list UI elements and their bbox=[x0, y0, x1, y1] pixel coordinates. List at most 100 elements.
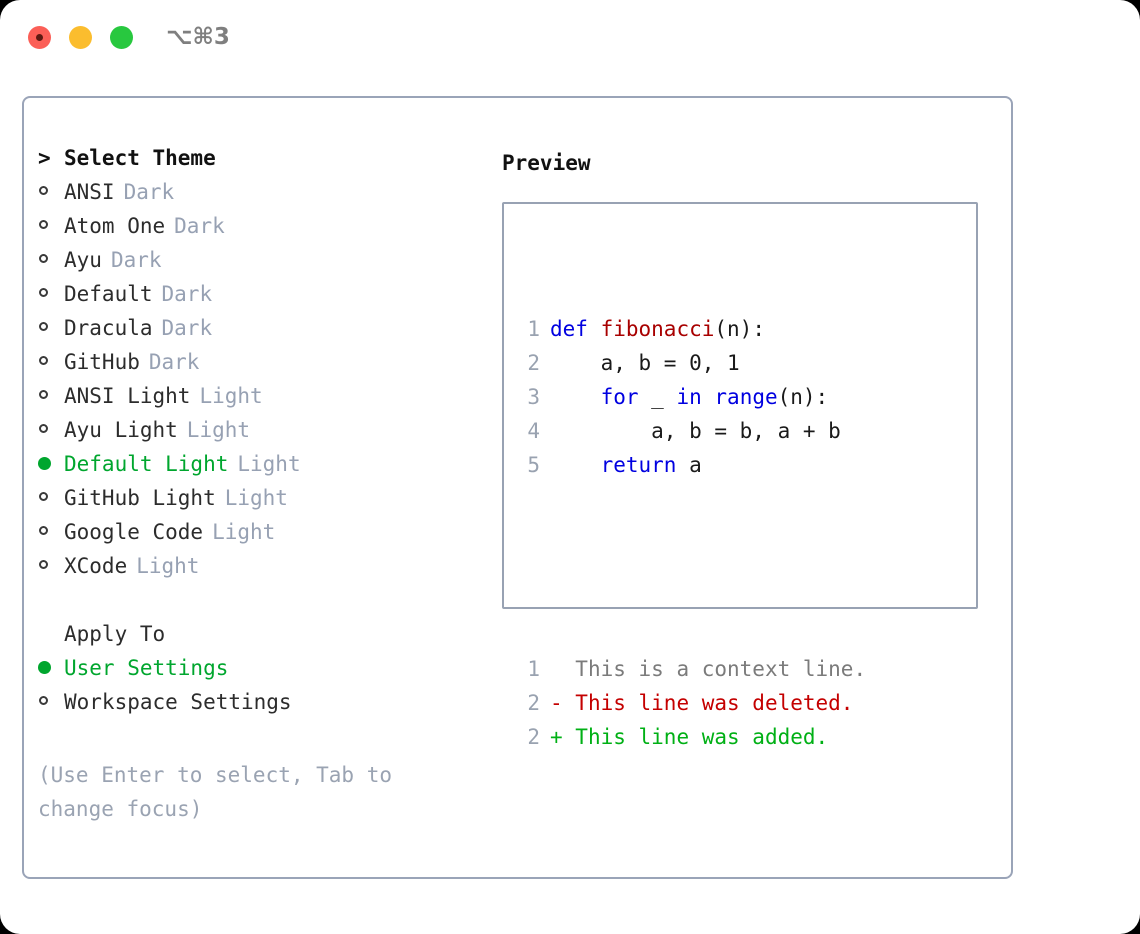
radio-dot bbox=[38, 661, 51, 674]
code-token bbox=[550, 385, 601, 409]
radio-dot bbox=[39, 186, 48, 195]
line-number: 3 bbox=[527, 385, 540, 409]
apply-to-option[interactable]: User Settings bbox=[38, 656, 498, 690]
code-token: fibonacci bbox=[600, 317, 715, 341]
line-number: 2 bbox=[527, 725, 540, 749]
hint-spacer bbox=[38, 724, 498, 758]
code-token: in bbox=[676, 385, 702, 409]
diff-text: This is a context line. bbox=[562, 657, 867, 681]
line-number: 2 bbox=[527, 691, 540, 715]
theme-category-tag: Dark bbox=[174, 214, 225, 238]
diff-line: 2- This line was deleted. bbox=[518, 686, 866, 720]
radio-dot bbox=[39, 696, 48, 705]
code-diff-spacer bbox=[518, 550, 866, 584]
theme-category-tag: Light bbox=[186, 418, 251, 442]
radio-dot bbox=[39, 220, 48, 229]
code-token bbox=[588, 317, 601, 341]
theme-category-tag: Light bbox=[224, 486, 288, 510]
theme-name-label: Dracula bbox=[64, 316, 153, 340]
radio-dot bbox=[39, 322, 48, 331]
line-number: 1 bbox=[527, 657, 540, 681]
code-token: (n): bbox=[777, 385, 829, 409]
section-spacer bbox=[38, 588, 498, 622]
title-bar: ⌥⌘3 bbox=[0, 0, 1140, 78]
code-token: for bbox=[600, 385, 639, 409]
radio-dot bbox=[39, 254, 48, 263]
diff-line: 1 This is a context line. bbox=[518, 652, 866, 686]
prompt-caret-icon: > bbox=[38, 146, 51, 170]
diff-sign: - bbox=[550, 691, 563, 715]
code-token: (n): bbox=[714, 317, 765, 341]
keyboard-hint-text: (Use Enter to select, Tab to change focu… bbox=[38, 763, 405, 821]
code-token: return bbox=[600, 453, 677, 477]
apply-to-header: Apply To bbox=[38, 622, 498, 656]
line-number: 5 bbox=[527, 453, 540, 477]
radio-dot bbox=[39, 526, 48, 535]
line-number: 1 bbox=[527, 317, 540, 341]
theme-category-tag: Light bbox=[237, 452, 301, 476]
radio-dot bbox=[39, 390, 48, 399]
theme-name-label: ANSI Light bbox=[64, 384, 191, 408]
theme-category-tag: Light bbox=[199, 384, 263, 408]
theme-name-label: Default bbox=[64, 282, 153, 306]
diff-text: This line was added. bbox=[562, 725, 829, 749]
code-token bbox=[550, 453, 601, 477]
diff-text: This line was deleted. bbox=[562, 691, 854, 715]
theme-list-item[interactable]: ANSI Light Light bbox=[38, 384, 498, 418]
theme-category-tag: Dark bbox=[110, 248, 162, 272]
apply-to-option[interactable]: Workspace Settings bbox=[38, 690, 498, 724]
theme-picker-header-label: Select Theme bbox=[64, 146, 216, 170]
theme-name-label: GitHub bbox=[64, 350, 140, 374]
diff-sign bbox=[550, 657, 563, 681]
theme-category-tag: Light bbox=[212, 520, 276, 544]
preview-title: Preview bbox=[502, 151, 591, 175]
theme-category-tag: Dark bbox=[148, 350, 200, 374]
code-line: 4 a, b = b, a + b bbox=[518, 414, 866, 448]
theme-list-item[interactable]: Default Dark bbox=[38, 282, 498, 316]
code-token: range bbox=[714, 385, 778, 409]
code-line: 2 a, b = 0, 1 bbox=[518, 346, 866, 380]
code-token: a, b = b, a + b bbox=[550, 419, 841, 443]
code-line: 5 return a bbox=[518, 448, 866, 482]
theme-list-item[interactable]: Default Light Light bbox=[38, 452, 498, 486]
code-token: def bbox=[550, 317, 588, 341]
minimize-button-icon[interactable] bbox=[69, 26, 92, 49]
theme-list-item[interactable]: XCode Light bbox=[38, 554, 498, 588]
radio-dot bbox=[39, 492, 48, 501]
code-token bbox=[702, 385, 715, 409]
radio-dot bbox=[39, 560, 48, 569]
theme-name-label: XCode bbox=[64, 554, 128, 578]
theme-category-tag: Dark bbox=[161, 316, 213, 340]
code-line: 1 def fibonacci(n): bbox=[518, 312, 866, 346]
keyboard-shortcut-label: ⌥⌘3 bbox=[166, 24, 230, 50]
theme-category-tag: Light bbox=[136, 554, 200, 578]
close-button-icon[interactable] bbox=[28, 26, 51, 49]
zoom-button-icon[interactable] bbox=[110, 26, 133, 49]
theme-list-item[interactable]: Dracula Dark bbox=[38, 316, 498, 350]
radio-dot bbox=[38, 457, 51, 470]
apply-to-header-label: Apply To bbox=[64, 622, 166, 646]
theme-list-item[interactable]: GitHub Dark bbox=[38, 350, 498, 384]
diff-sample: 1 This is a context line.2- This line wa… bbox=[518, 652, 866, 754]
code-token: a, b = 0, 1 bbox=[550, 351, 740, 375]
theme-category-tag: Dark bbox=[161, 282, 213, 306]
diff-sign: + bbox=[550, 725, 563, 749]
code-line: 3 for _ in range(n): bbox=[518, 380, 866, 414]
theme-name-label: Default Light bbox=[64, 452, 229, 476]
theme-picker-header: > Select Theme bbox=[38, 146, 498, 180]
